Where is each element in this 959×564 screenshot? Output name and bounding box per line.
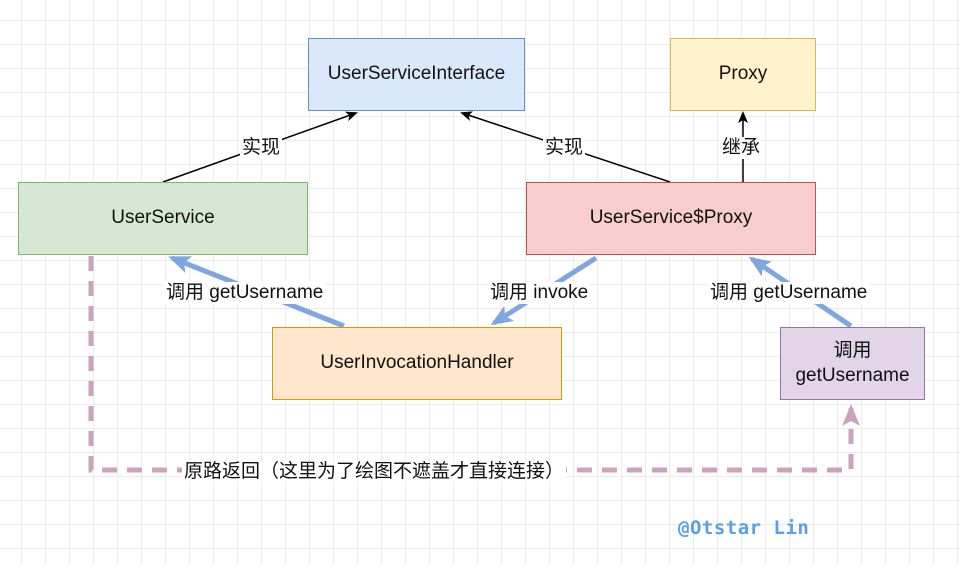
caller-node[interactable]: 调用 getUsername [780, 327, 925, 400]
user-invocation-handler-node[interactable]: UserInvocationHandler [272, 327, 562, 400]
user-service-label: UserService [111, 207, 215, 229]
call-get-username-label-left: 调用 getUsername [164, 282, 326, 304]
user-service-interface-node[interactable]: UserServiceInterface [308, 38, 525, 111]
user-service-proxy-node[interactable]: UserService$Proxy [526, 182, 816, 255]
proxy-node[interactable]: Proxy [670, 38, 816, 111]
proxy-label: Proxy [718, 63, 768, 85]
caller-label-line2: getUsername [795, 364, 910, 386]
return-path-edge [88, 256, 860, 473]
caller-label-line1: 调用 [833, 339, 872, 361]
extends-label: 继承 [720, 137, 763, 159]
return-path-label: 原路返回（这里为了绘图不遮盖才直接连接） [182, 461, 567, 483]
call-invoke-label: 调用 invoke [488, 282, 591, 304]
call-get-username-label-right: 调用 getUsername [708, 282, 870, 304]
user-service-proxy-label: UserService$Proxy [589, 207, 753, 229]
user-service-interface-label: UserServiceInterface [327, 63, 506, 85]
user-service-node[interactable]: UserService [18, 182, 308, 255]
user-invocation-handler-label: UserInvocationHandler [320, 352, 514, 374]
implements-label-left: 实现 [240, 137, 283, 159]
implements-label-right: 实现 [543, 137, 586, 159]
author-watermark: @Otstar Lin [678, 517, 810, 539]
